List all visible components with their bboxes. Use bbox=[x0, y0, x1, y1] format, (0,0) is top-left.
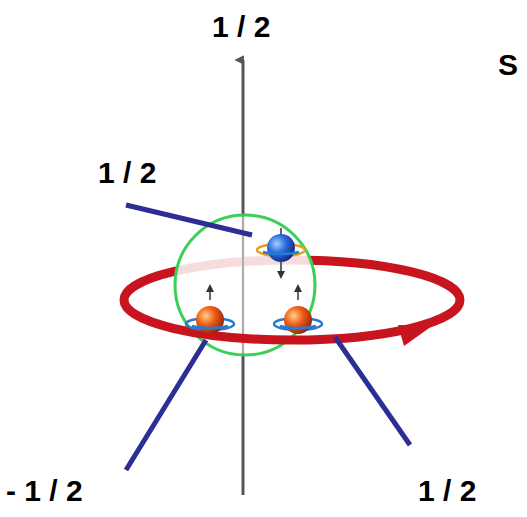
quark bbox=[274, 284, 322, 334]
side-text: S bbox=[498, 50, 518, 80]
quark bbox=[257, 228, 305, 279]
leader-line bbox=[335, 337, 410, 445]
ring-arrowhead bbox=[398, 325, 432, 346]
quark bbox=[186, 284, 234, 334]
spin-value: 1 / 2 bbox=[98, 158, 156, 188]
leader-line bbox=[126, 340, 206, 470]
spin-value: 1 / 2 bbox=[212, 12, 270, 42]
spin-value: 1 / 2 bbox=[418, 476, 476, 506]
spin-value: - 1 / 2 bbox=[6, 476, 83, 506]
leader-line bbox=[126, 205, 252, 235]
